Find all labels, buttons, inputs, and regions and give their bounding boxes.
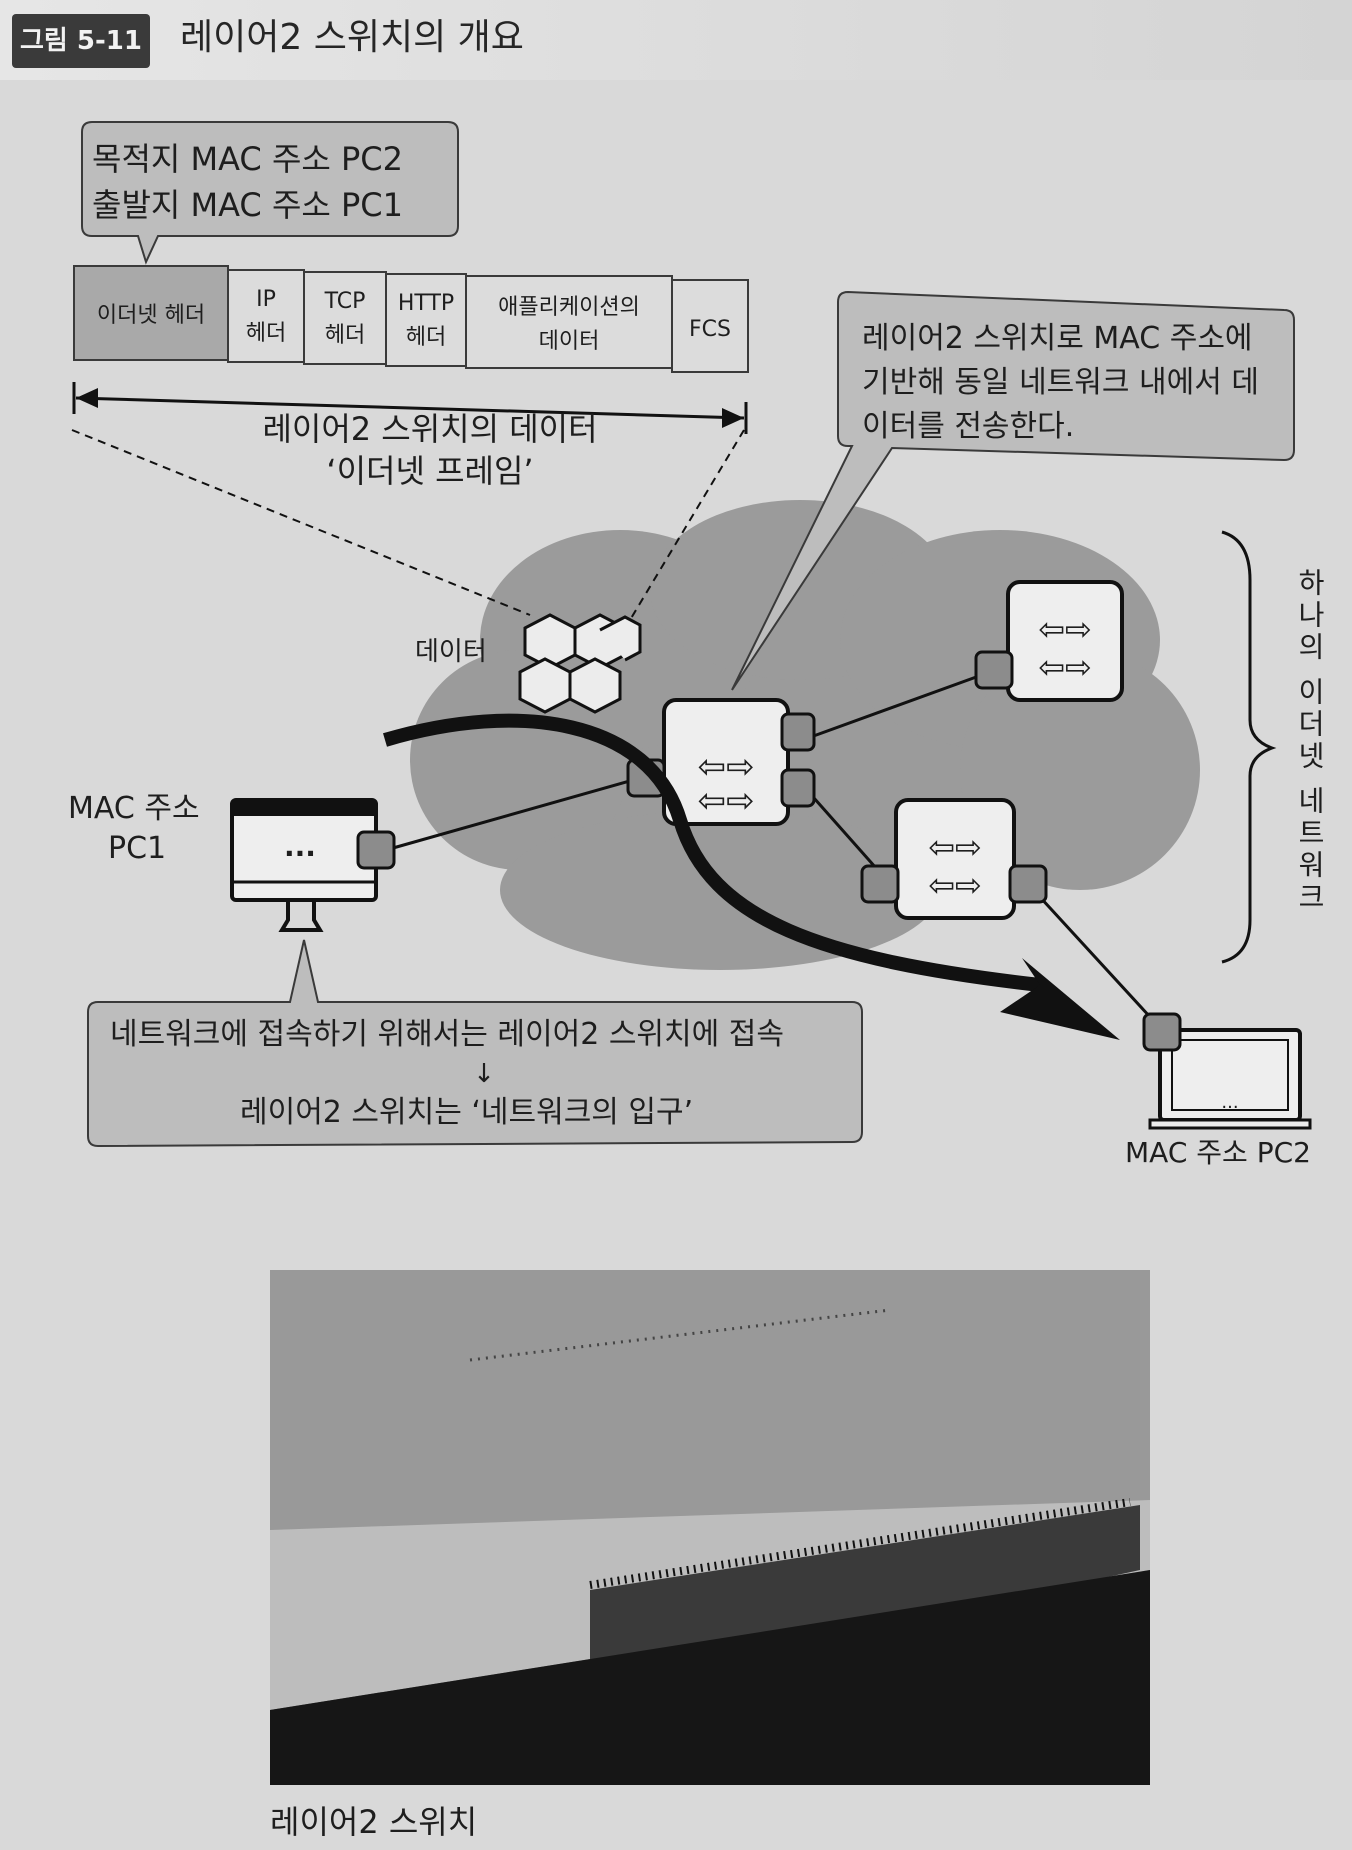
frame-label-http: HTTP (398, 291, 454, 316)
upper-layer2-switch: ⇦⇨ ⇦⇨ (1006, 580, 1124, 702)
figure-header-strip (0, 0, 1352, 80)
main-layer2-switch: ⇦⇨ ⇦⇨ (662, 698, 790, 826)
switch-callout-line2: 기반해 동일 네트워크 내에서 데 (862, 365, 1259, 400)
pc2-label: MAC 주소 PC2 (1125, 1136, 1311, 1169)
figure-number-badge: 그림 5-11 (12, 14, 150, 68)
entrance-callout: 네트워크에 접속하기 위해서는 레이어2 스위치에 접속 ↓ 레이어2 스위치는… (87, 939, 863, 1148)
frame-label-app: 애플리케이션의 (498, 295, 640, 320)
switch-callout-line1: 레이어2 스위치로 MAC 주소에 (862, 321, 1253, 356)
lower-switch-port-left (860, 864, 900, 904)
layer2-switch-photo (270, 1270, 1150, 1785)
traffic-path-arrowhead (1000, 958, 1120, 1040)
network-vertical-label: 하나의 이더넷 네트워크 (1294, 568, 1327, 914)
frame-label-tcp: TCP (324, 289, 366, 314)
mac-callout-line1: 목적지 MAC 주소 PC2 (92, 140, 403, 178)
network-brace (1221, 530, 1277, 964)
mac-callout-line2: 출발지 MAC 주소 PC1 (92, 186, 403, 224)
switch-ports (356, 650, 1182, 1052)
frame-field-ip-header (227, 269, 305, 363)
pc1-label-line2: PC1 (108, 831, 166, 866)
switch-callout: 레이어2 스위치로 MAC 주소에 기반해 동일 네트워크 내에서 데 이터를 … (731, 290, 1295, 691)
network-diagram: 목적지 MAC 주소 PC2 출발지 MAC 주소 PC1 이더넷 헤더 IP … (68, 121, 1327, 1169)
entrance-callout-line1: 네트워크에 접속하기 위해서는 레이어2 스위치에 접속 (110, 1017, 784, 1052)
svg-text:⇦⇨: ⇦⇨ (698, 781, 755, 821)
figure-title: 레이어2 스위치의 개요 (180, 17, 524, 58)
entrance-callout-line2: 레이어2 스위치는 ‘네트워크의 입구’ (240, 1095, 693, 1130)
network-links (385, 670, 1164, 1032)
frame-field-http-header (385, 273, 467, 367)
frame-label-ethernet-header: 이더넷 헤더 (97, 303, 205, 328)
pc1-monitor: ... (230, 798, 378, 932)
ethernet-frame: 이더넷 헤더 IP 헤더 TCP 헤더 HTTP 헤더 애플리케이션의 데이터 … (73, 265, 749, 373)
frame-span-arrow: 레이어2 스위치의 데이터 ‘이더넷 프레임’ (72, 382, 748, 490)
lower-switch-arrows-icon: ⇦⇨ (928, 828, 982, 866)
zoom-dashed-lines (71, 429, 745, 621)
frame-field-fcs (671, 279, 749, 373)
pc2-port (1142, 1012, 1182, 1052)
lower-switch-port-right (1008, 864, 1048, 904)
pc1-port (356, 830, 396, 870)
frame-label-tcp-2: 헤더 (325, 323, 365, 348)
upper-switch-port (974, 650, 1014, 690)
svg-text:⇦⇨: ⇦⇨ (928, 866, 982, 904)
frame-label-http-2: 헤더 (406, 325, 446, 350)
traffic-path (383, 713, 1041, 992)
mac-address-callout: 목적지 MAC 주소 PC2 출발지 MAC 주소 PC1 (81, 121, 459, 265)
frame-span-label-2: ‘이더넷 프레임’ (326, 452, 533, 490)
svg-text:⇦⇨: ⇦⇨ (1038, 648, 1092, 686)
switch-callout-line3: 이터를 전송한다. (862, 409, 1074, 444)
frame-label-fcs: FCS (689, 317, 731, 342)
frame-label-ip: IP (256, 287, 276, 312)
frame-field-app-data (465, 275, 673, 369)
entrance-callout-arrow: ↓ (473, 1059, 495, 1089)
frame-field-ethernet-header (73, 265, 229, 361)
frame-span-label-1: 레이어2 스위치의 데이터 (262, 410, 597, 448)
pc2-laptop: ... (1148, 1028, 1312, 1130)
pc1-label-line1: MAC 주소 (68, 791, 200, 826)
main-switch-port-right-top (780, 712, 816, 752)
frame-label-ip-2: 헤더 (246, 321, 286, 346)
frame-label-app-2: 데이터 (539, 329, 600, 354)
data-packet-icon (518, 613, 642, 714)
frame-field-tcp-header (303, 271, 387, 365)
main-switch-arrows-icon: ⇦⇨ (698, 747, 755, 787)
photo-caption: 레이어2 스위치 (270, 1803, 478, 1841)
lower-layer2-switch: ⇦⇨ ⇦⇨ (894, 798, 1016, 920)
pc2-screen-dots: ... (1221, 1092, 1238, 1113)
data-label: 데이터 (415, 637, 487, 667)
upper-switch-arrows-icon: ⇦⇨ (1038, 610, 1092, 648)
main-switch-port-right-bottom (780, 768, 816, 808)
pc1-screen-dots: ... (284, 830, 316, 863)
